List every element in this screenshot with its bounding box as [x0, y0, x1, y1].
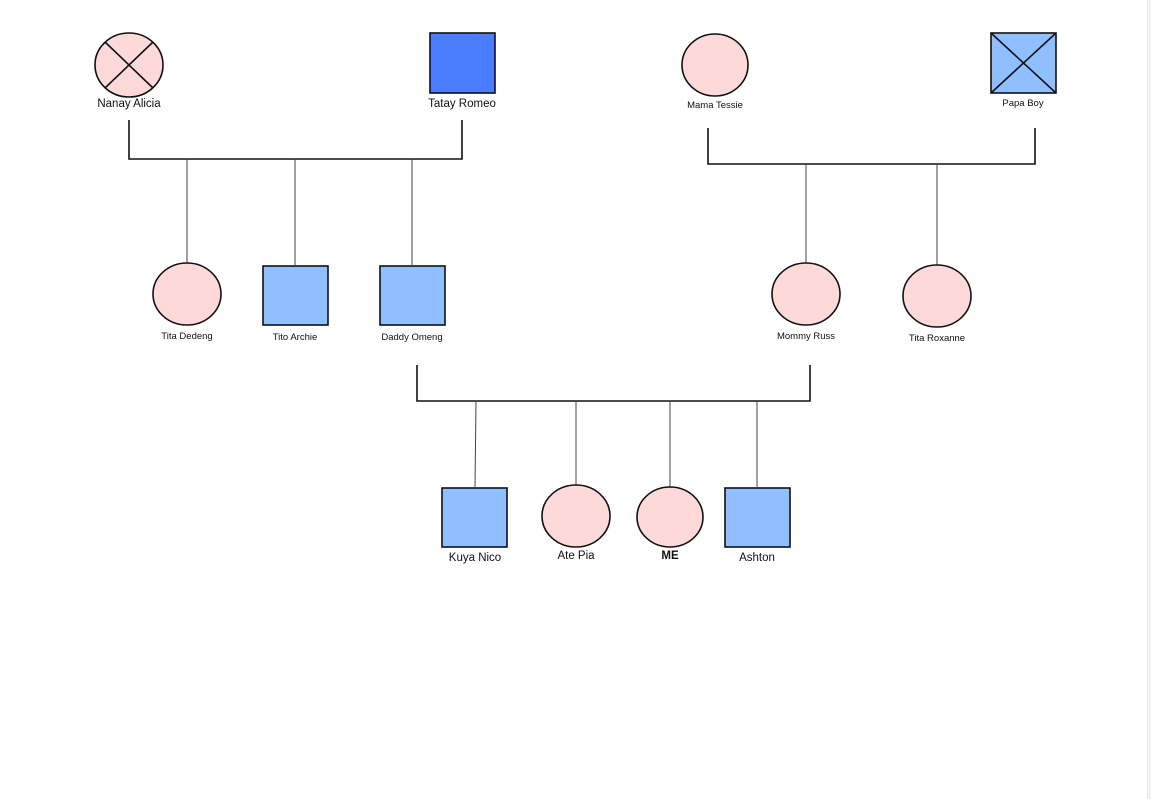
- label-tita-roxanne: Tita Roxanne: [908, 333, 966, 344]
- female-symbol: [681, 33, 749, 97]
- deceased-mark: [990, 32, 1057, 94]
- person-nanay-alicia[interactable]: [94, 32, 164, 98]
- label-tatay-romeo: Tatay Romeo: [428, 98, 496, 110]
- couple-line-paternal: [128, 120, 463, 160]
- female-symbol: [541, 484, 611, 548]
- male-symbol: [724, 487, 791, 548]
- person-mama-tessie[interactable]: [681, 33, 749, 97]
- male-symbol: [379, 265, 446, 326]
- person-ashton[interactable]: [724, 487, 791, 548]
- label-mama-tessie: Mama Tessie: [687, 100, 743, 111]
- label-daddy-omeng: Daddy Omeng: [381, 332, 443, 343]
- canvas-left-edge: [0, 0, 2, 799]
- male-symbol: [441, 487, 508, 548]
- label-ashton: Ashton: [739, 552, 775, 564]
- label-tita-dedeng: Tita Dedeng: [161, 331, 213, 342]
- person-tito-archie[interactable]: [262, 265, 329, 326]
- label-nanay-alicia: Nanay Alicia: [97, 98, 161, 110]
- person-me[interactable]: [636, 486, 704, 548]
- label-ate-pia: Ate Pia: [557, 550, 595, 562]
- person-kuya-nico[interactable]: [441, 487, 508, 548]
- label-tito-archie: Tito Archie: [272, 332, 318, 343]
- male-symbol: [262, 265, 329, 326]
- male-symbol: [429, 32, 496, 94]
- person-daddy-omeng[interactable]: [379, 265, 446, 326]
- person-mommy-russ[interactable]: [771, 262, 841, 326]
- female-symbol: [771, 262, 841, 326]
- deceased-mark: [104, 41, 154, 89]
- person-papa-boy[interactable]: [990, 32, 1057, 94]
- couple-line-parents: [416, 365, 811, 402]
- descent-line-kuya-nico: [474, 400, 477, 488]
- label-kuya-nico: Kuya Nico: [448, 552, 502, 564]
- person-tita-roxanne[interactable]: [902, 264, 972, 328]
- person-ate-pia[interactable]: [541, 484, 611, 548]
- couple-line-maternal: [707, 128, 1036, 165]
- label-me: ME: [661, 550, 679, 562]
- person-tatay-romeo[interactable]: [429, 32, 496, 94]
- label-mommy-russ: Mommy Russ: [776, 331, 836, 342]
- female-symbol: [636, 486, 704, 548]
- female-symbol: [902, 264, 972, 328]
- canvas-right-scroll-edge[interactable]: [1147, 0, 1151, 799]
- person-tita-dedeng[interactable]: [152, 262, 222, 326]
- label-papa-boy: Papa Boy: [1002, 98, 1044, 109]
- female-symbol: [152, 262, 222, 326]
